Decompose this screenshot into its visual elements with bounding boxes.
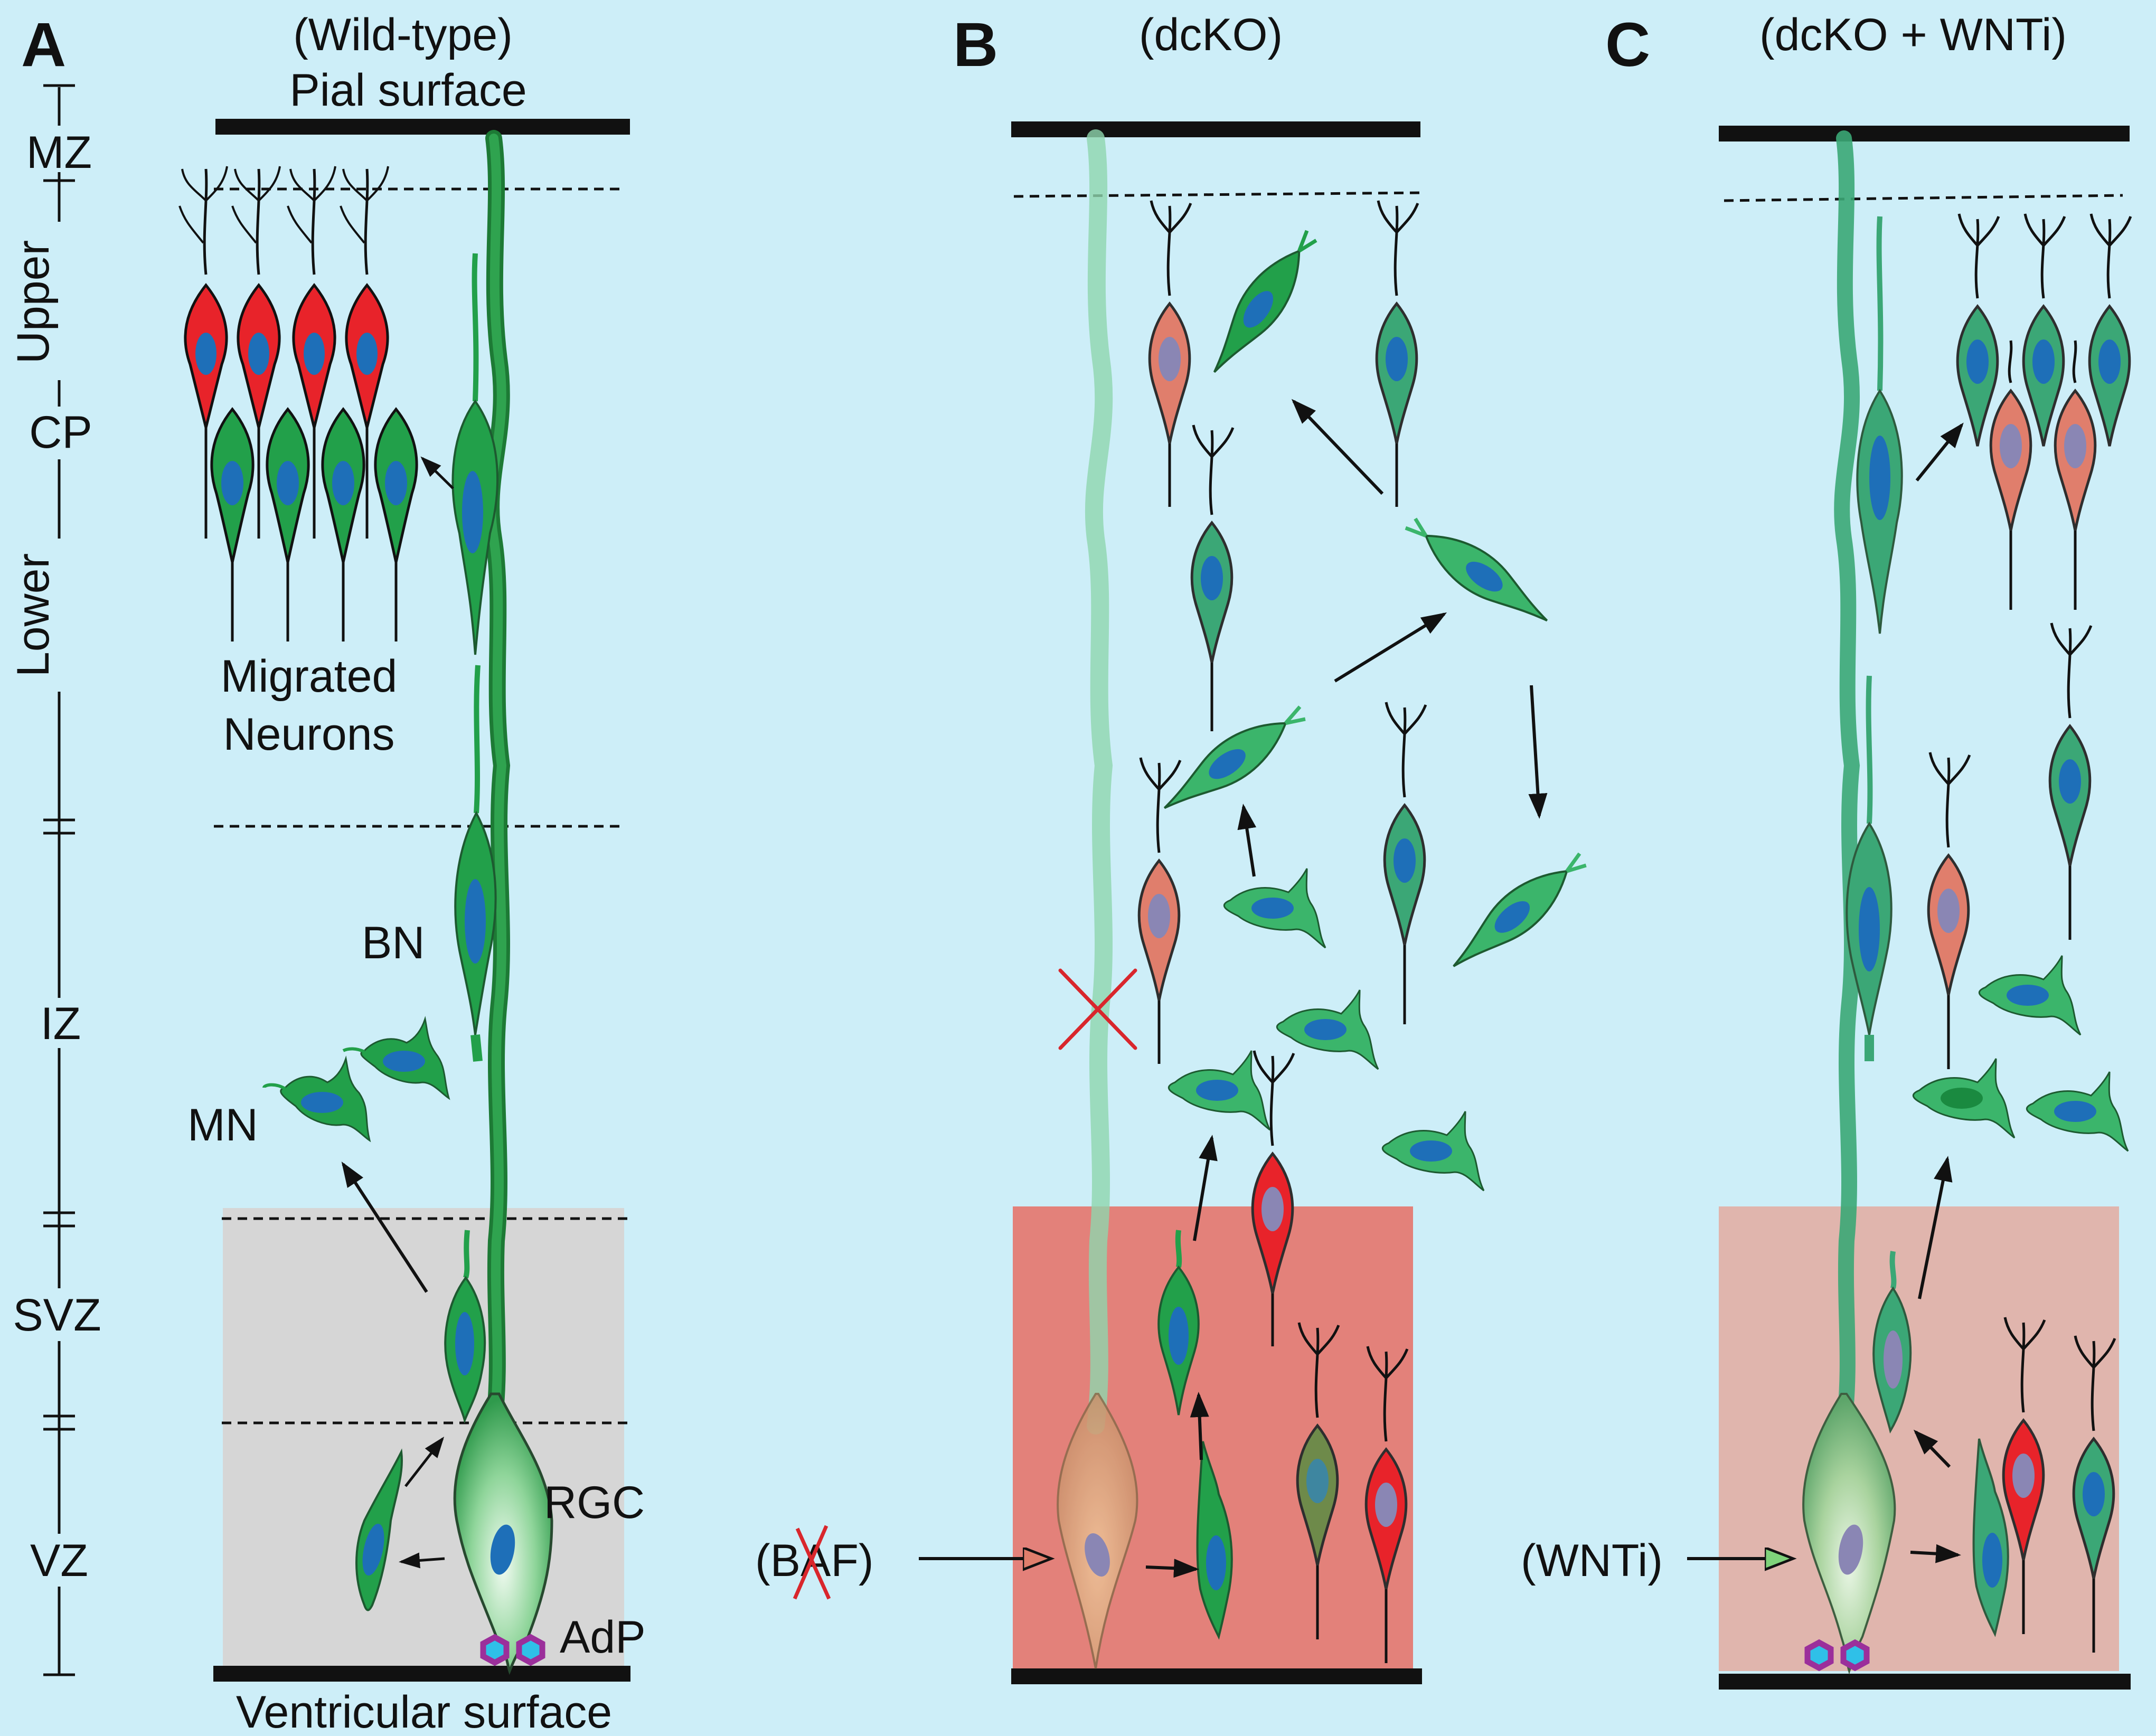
scattered-neurons-b	[1137, 200, 1587, 1663]
svz-bipolar-neuron-a	[444, 1230, 486, 1424]
arrows-c	[1910, 422, 1964, 1563]
layer-label-upper: Upper	[8, 240, 59, 364]
pial-surface-b	[1011, 121, 1420, 137]
baf-input-label: (BAF)	[755, 1535, 874, 1586]
vz-daughter-cell-a	[355, 1448, 403, 1611]
panel-c-letter: C	[1605, 10, 1650, 80]
layer-label-lower: Lower	[8, 553, 59, 677]
lower-layer-neurons-c	[1989, 340, 2097, 610]
arrows-b	[1145, 399, 1548, 1578]
pial-surface-label: Pial surface	[289, 65, 526, 116]
adp-label: AdP	[560, 1612, 646, 1663]
rgc-nucleus-a	[490, 1524, 515, 1575]
mn-label: MN	[187, 1100, 258, 1150]
layer-label-svz: SVZ	[13, 1290, 101, 1341]
panel-a-letter: A	[21, 10, 66, 80]
panel-a-condition: (Wild-type)	[293, 10, 513, 60]
rgc-nucleus-c	[1838, 1524, 1863, 1575]
migrated-neurons-label-line1: Migrated	[221, 651, 398, 702]
arrow-vz-to-svz-a	[404, 1437, 445, 1487]
pial-surface-c	[1719, 126, 2130, 141]
panel-b-condition: (dcKO)	[1139, 10, 1283, 60]
layer-label-iz: IZ	[41, 998, 81, 1049]
panel-c: C (dcKO + WNTi) (WNTi)	[1521, 10, 2132, 1690]
baf-cross-icon	[793, 1525, 831, 1600]
arrow-to-migrated-a	[420, 456, 454, 489]
panel-a: A (Wild-type) Pial surface Ventricular s…	[8, 10, 646, 1736]
lower-layer-neurons-a	[210, 407, 418, 641]
rgc-basal-fiber-b	[1085, 129, 1113, 1435]
panel-b: B (dcKO) (BAF)	[755, 10, 1587, 1684]
fiber-break-cross-icon	[1058, 968, 1137, 1050]
panel-c-condition: (dcKO + WNTi)	[1759, 10, 2067, 60]
vz-svz-zone-c	[1719, 1206, 2119, 1671]
bipolar-neuron-c	[1846, 675, 1893, 1061]
mz-boundary-c	[1724, 194, 2123, 202]
locomoting-neuron-upper-a	[451, 253, 499, 655]
ventricular-surface-label: Ventricular surface	[236, 1687, 612, 1736]
mz-boundary-b	[1013, 191, 1424, 198]
rgc-basal-fiber-c	[1834, 130, 1860, 1433]
bn-label: BN	[362, 918, 425, 968]
multipolar-neurons-a	[262, 1016, 450, 1143]
adp-junction-icons	[480, 1634, 545, 1666]
upper-layer-neurons-a	[178, 166, 389, 539]
vz-svz-zone-a	[223, 1208, 624, 1673]
scattered-neurons-c	[1912, 622, 2129, 1653]
svz-bipolar-neuron-c	[1872, 1251, 1912, 1434]
layer-label-cp: CP	[29, 407, 92, 458]
arrow-to-mn-a	[341, 1161, 428, 1293]
ventricular-surface-b	[1011, 1668, 1422, 1684]
rgc-soma-b	[1057, 1393, 1138, 1669]
layer-label-vz: VZ	[30, 1535, 88, 1586]
upper-layer-neurons-c	[1956, 213, 2132, 447]
arrow-rgc-to-daughter-a	[399, 1552, 445, 1569]
wnti-input-label: (WNTi)	[1521, 1535, 1663, 1586]
layer-label-mz: MZ	[26, 127, 92, 178]
pial-surface-a	[215, 119, 630, 135]
ventricular-surface-c	[1719, 1674, 2131, 1690]
panel-b-letter: B	[953, 10, 998, 80]
ventricular-surface-a	[213, 1666, 630, 1682]
bipolar-neuron-a	[454, 665, 497, 1062]
adp-junction-icons-c	[1804, 1639, 1870, 1672]
rgc-nucleus-b	[1085, 1533, 1110, 1577]
migrated-neurons-label-line2: Neurons	[223, 709, 394, 760]
locomoting-neuron-upper-c	[1856, 216, 1903, 634]
rgc-label: RGC	[544, 1477, 645, 1528]
